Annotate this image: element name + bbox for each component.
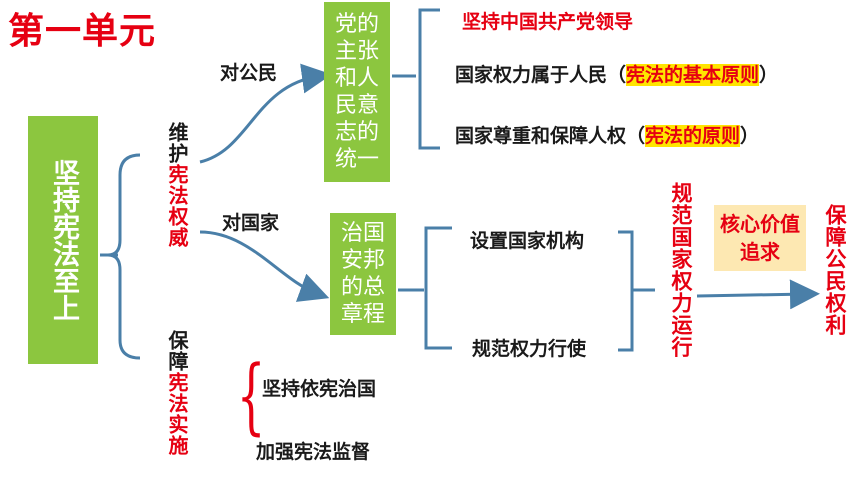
label-to-state: 对国家 (222, 212, 280, 234)
item-human-rights-highlight: 宪法的原则 (645, 125, 741, 147)
item-human-rights: 国家尊重和保障人权（宪法的原则） (455, 121, 759, 148)
party-bracket (418, 8, 440, 150)
branch-uphold-suffix: 宪法权威 (165, 164, 189, 248)
branch-ensure-prefix: 保障 (165, 330, 189, 372)
item-human-rights-text: 国家尊重和保障人权（ (455, 125, 646, 147)
main-box: 坚持宪法至上 (28, 116, 98, 364)
item-supervision: 加强宪法监督 (256, 441, 371, 463)
main-brace (107, 153, 141, 360)
arrow-citizens (199, 63, 332, 164)
branch-ensure: 保障宪法实施 (165, 330, 189, 456)
regulate-state-power: 规范国家权力运行 (669, 182, 693, 358)
item-power-people: 国家权力属于人民（宪法的基本原则） (455, 60, 778, 87)
item-regulate-power: 规范权力行使 (472, 338, 587, 360)
box-party: 党的主张和人民意志的统一 (324, 2, 390, 182)
arrow-protect (696, 279, 820, 310)
item-power-people-close: ） (759, 64, 779, 86)
gov-bracket (424, 226, 452, 350)
item-rule-by-constitution: 坚持依宪治国 (262, 378, 377, 400)
item-institutions: 设置国家机构 (470, 230, 585, 252)
item-power-people-highlight: 宪法的基本原则 (626, 64, 760, 86)
item-human-rights-close: ） (740, 125, 760, 147)
branch-uphold: 维护宪法权威 (165, 122, 189, 248)
core-value-box: 核心价值追求 (714, 205, 806, 271)
branch-ensure-suffix: 宪法实施 (165, 372, 189, 456)
item-power-people-text: 国家权力属于人民（ (455, 64, 627, 86)
box-governance: 治国安邦的总章程 (330, 213, 396, 335)
curly-brace: { (236, 349, 266, 444)
branch-uphold-prefix: 维护 (165, 122, 189, 164)
item-party-leadership: 坚持中国共产党领导 (462, 11, 634, 33)
right-bracket (618, 230, 634, 352)
label-to-citizens: 对公民 (220, 62, 278, 84)
arrow-state (199, 230, 330, 302)
unit-title: 第一单元 (8, 11, 157, 52)
protect-rights: 保障公民权利 (823, 204, 847, 336)
